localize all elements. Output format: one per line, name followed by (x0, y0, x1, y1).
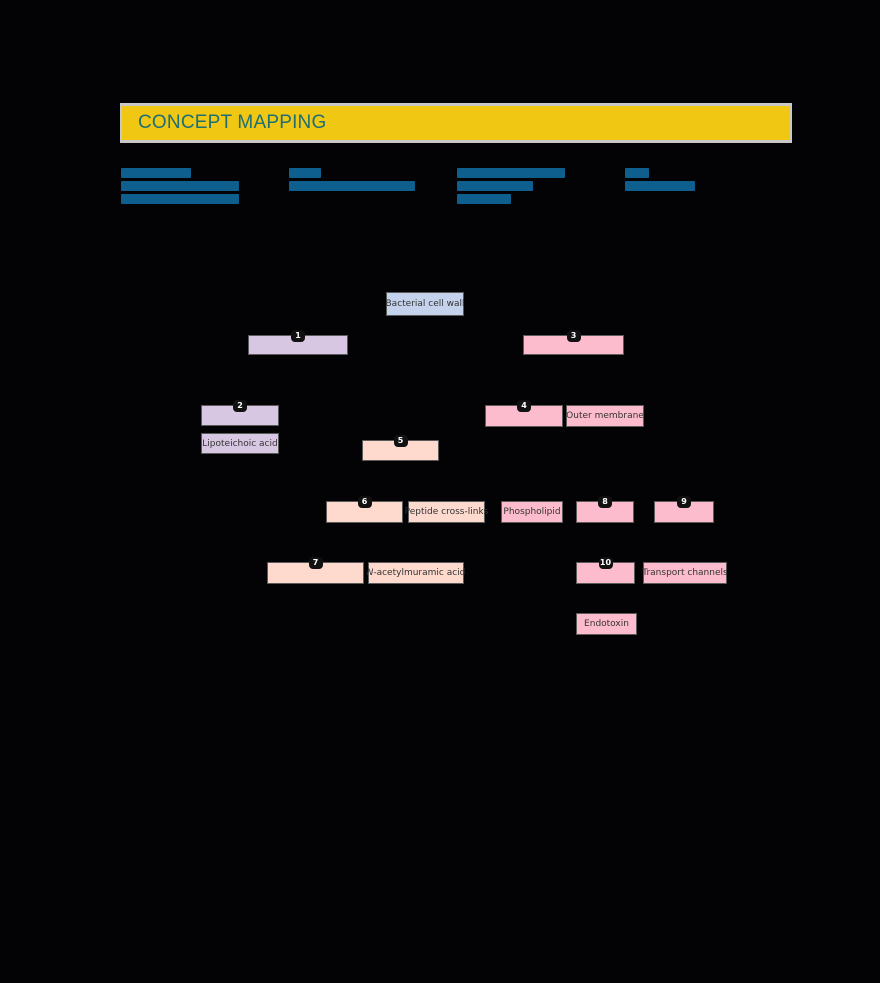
number-badge: 3 (566, 330, 581, 342)
node-label: Lipoteichoic acid (202, 438, 278, 449)
node-endotoxin: Endotoxin (576, 613, 637, 635)
blank-node-3[interactable]: 3 (523, 330, 624, 355)
blank-node-6[interactable]: 6 (326, 496, 403, 523)
node-lipoteichoic-acid: Lipoteichoic acid (201, 433, 279, 454)
number-badge: 8 (598, 496, 612, 508)
node-label: Outer membrane (566, 411, 644, 421)
number-badge: 10 (598, 557, 613, 569)
instruction-block-1 (121, 168, 239, 207)
node-transport-channels: Transport channels (642, 562, 728, 584)
node-label: N-acetylmuramic acid (366, 568, 466, 578)
instruction-block-3 (457, 168, 565, 207)
instruction-block-2 (289, 168, 415, 194)
node-n-acetylmuramic-acid: N-acetylmuramic acid (366, 562, 466, 584)
node-label: Transport channels (642, 568, 728, 578)
page-title: CONCEPT MAPPING (122, 106, 790, 140)
node-outer-membrane: Outer membrane (566, 405, 644, 427)
node-label: Endotoxin (584, 619, 629, 629)
instruction-block-4 (625, 168, 695, 194)
number-badge: 4 (517, 400, 531, 412)
node-label: Phospholipid (503, 507, 561, 517)
blank-node-7[interactable]: 7 (267, 557, 364, 584)
number-badge: 9 (677, 496, 691, 508)
blank-node-8[interactable]: 8 (576, 496, 634, 523)
number-badge: 6 (357, 496, 372, 508)
blank-node-1[interactable]: 1 (248, 330, 348, 355)
blank-node-4[interactable]: 4 (485, 400, 563, 427)
root-node-bacterial-cell-wall: Bacterial cell wall (385, 292, 465, 316)
node-label: Bacterial cell wall (385, 299, 465, 309)
number-badge: 2 (233, 400, 247, 412)
number-badge: 1 (291, 330, 305, 342)
number-badge: 5 (393, 435, 408, 447)
node-peptide-cross-links: Peptide cross-links (405, 501, 488, 523)
blank-node-9[interactable]: 9 (654, 496, 714, 523)
number-badge: 7 (308, 557, 323, 569)
blank-node-10[interactable]: 10 (576, 557, 635, 584)
node-phospholipid: Phospholipid (501, 501, 563, 523)
blank-node-2[interactable]: 2 (201, 400, 279, 426)
blank-node-5[interactable]: 5 (362, 435, 439, 461)
node-label: Peptide cross-links (404, 507, 489, 517)
concept-mapping-header: CONCEPT MAPPING (120, 103, 792, 143)
